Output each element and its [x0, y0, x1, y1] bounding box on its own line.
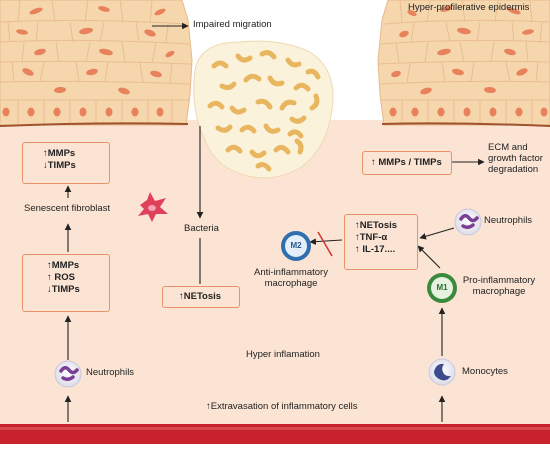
senescent-fibroblast-label: Senescent fibroblast	[24, 203, 111, 214]
box-line: ↑TNF-α	[355, 231, 388, 243]
hyper-proliferative-label: Hyper-profilerative epidermis	[408, 2, 530, 13]
m2-label: M2	[290, 241, 302, 250]
neutrophil-right-cell	[454, 208, 482, 236]
neutrophils-left-label: Neutrophils	[86, 367, 135, 378]
m1-label: M1	[436, 283, 448, 292]
neutrophils-right-label: Neutrophils	[484, 215, 533, 226]
box-line: ↑NETosis	[355, 220, 398, 231]
arrow-netosis-to-m2	[309, 238, 343, 245]
blood-vessel	[0, 424, 550, 456]
basement-membrane-right	[381, 122, 550, 127]
bacteria-cluster	[193, 40, 334, 179]
box-line: ↑NETosis	[179, 291, 222, 302]
arrow-neutrophil-to-netosis	[419, 227, 455, 240]
anti-inflammatory-label: Anti-inflammatory macrophage	[254, 267, 328, 289]
hyper-inflammation-label: Hyper inflamation	[246, 349, 320, 360]
box-netosis-tnf-il: ↑NETosis ↑TNF-α ↑ IL-17....	[344, 214, 418, 270]
m1-macrophage-cell	[427, 273, 457, 303]
senescent-fibroblast	[138, 192, 168, 222]
pro-inflammatory-label: Pro-inflammatory macrophage	[462, 275, 536, 297]
box-mmps-timps-ratio: ↑ MMPs / TIMPs	[362, 151, 452, 175]
box-line: ↑ MMPs / TIMPs	[371, 157, 442, 168]
box-line: ↑MMPs	[47, 260, 80, 271]
neutrophil-left-cell	[54, 360, 82, 388]
box-line: ↓TIMPs	[43, 159, 76, 171]
ecm-degradation-label: ECM and growth factor degradation	[488, 142, 543, 175]
box-mmps-timps: ↑MMPs ↓TIMPs	[22, 142, 110, 184]
monocyte-cell	[428, 358, 456, 386]
arrow-m1-to-netosis	[417, 245, 441, 269]
box-line: ↑ ROS	[47, 271, 75, 283]
inhibition-slash	[317, 231, 333, 257]
box-line: ↑MMPs	[43, 148, 76, 159]
epidermis-right	[377, 0, 550, 126]
m2-macrophage-cell	[281, 231, 311, 261]
box-line: ↓TIMPs	[47, 283, 80, 295]
box-mmps-ros-timps: ↑MMPs ↑ ROS ↓TIMPs	[22, 254, 110, 312]
monocytes-label: Monocytes	[462, 366, 508, 377]
impaired-migration-label: Impaired migration	[193, 19, 272, 30]
extravasation-label: ↑Extravasation of inflammatory cells	[206, 401, 358, 412]
basement-membrane-left	[0, 122, 189, 127]
box-line: ↑ IL-17....	[355, 243, 396, 255]
epidermis-left	[0, 0, 193, 126]
bacteria-label: Bacteria	[184, 223, 219, 234]
box-netosis-center: ↑NETosis	[162, 286, 240, 308]
